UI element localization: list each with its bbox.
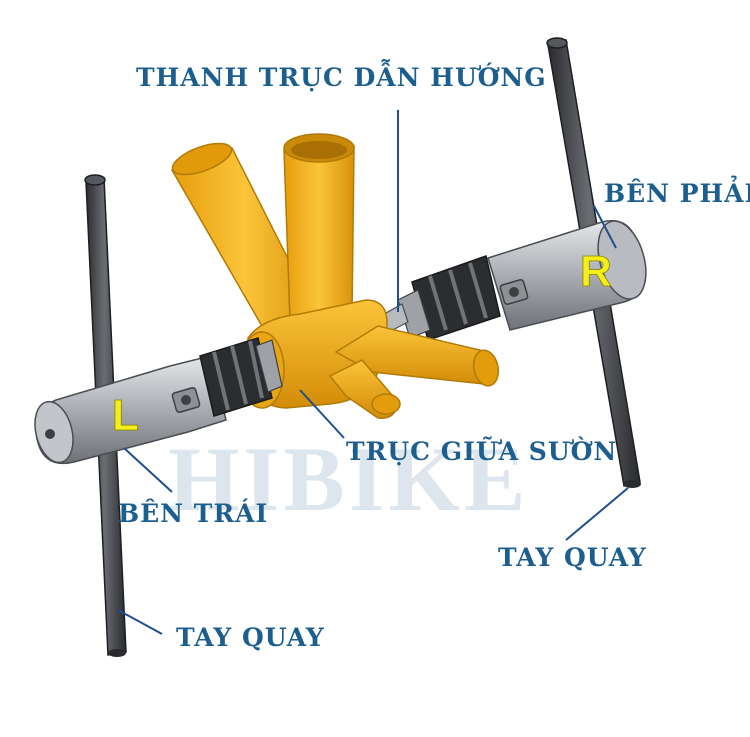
watermark-text: HIBIKE <box>168 428 529 530</box>
leader-bb-shell <box>299 389 345 439</box>
left-side-letter: L <box>112 391 139 440</box>
label-guide-rod: THANH TRỤC DẪN HƯỚNG <box>136 60 547 92</box>
leader-lines <box>117 110 629 635</box>
label-handle-left: TAY QUAY <box>176 623 325 652</box>
leader-right-side <box>593 205 617 249</box>
label-bb-shell: TRỤC GIỮA SƯỜN <box>346 437 617 466</box>
label-handle-right: TAY QUAY <box>498 543 647 572</box>
right-tool-body <box>355 220 647 347</box>
left-tool-body <box>34 337 283 465</box>
leader-handle-right <box>565 487 629 541</box>
right-side-letter: R <box>580 247 612 296</box>
leader-left-side <box>123 447 173 493</box>
label-right-side: BÊN PHẢI <box>604 176 750 208</box>
label-left-side: BÊN TRÁI <box>118 499 268 528</box>
leader-handle-left <box>117 609 163 635</box>
